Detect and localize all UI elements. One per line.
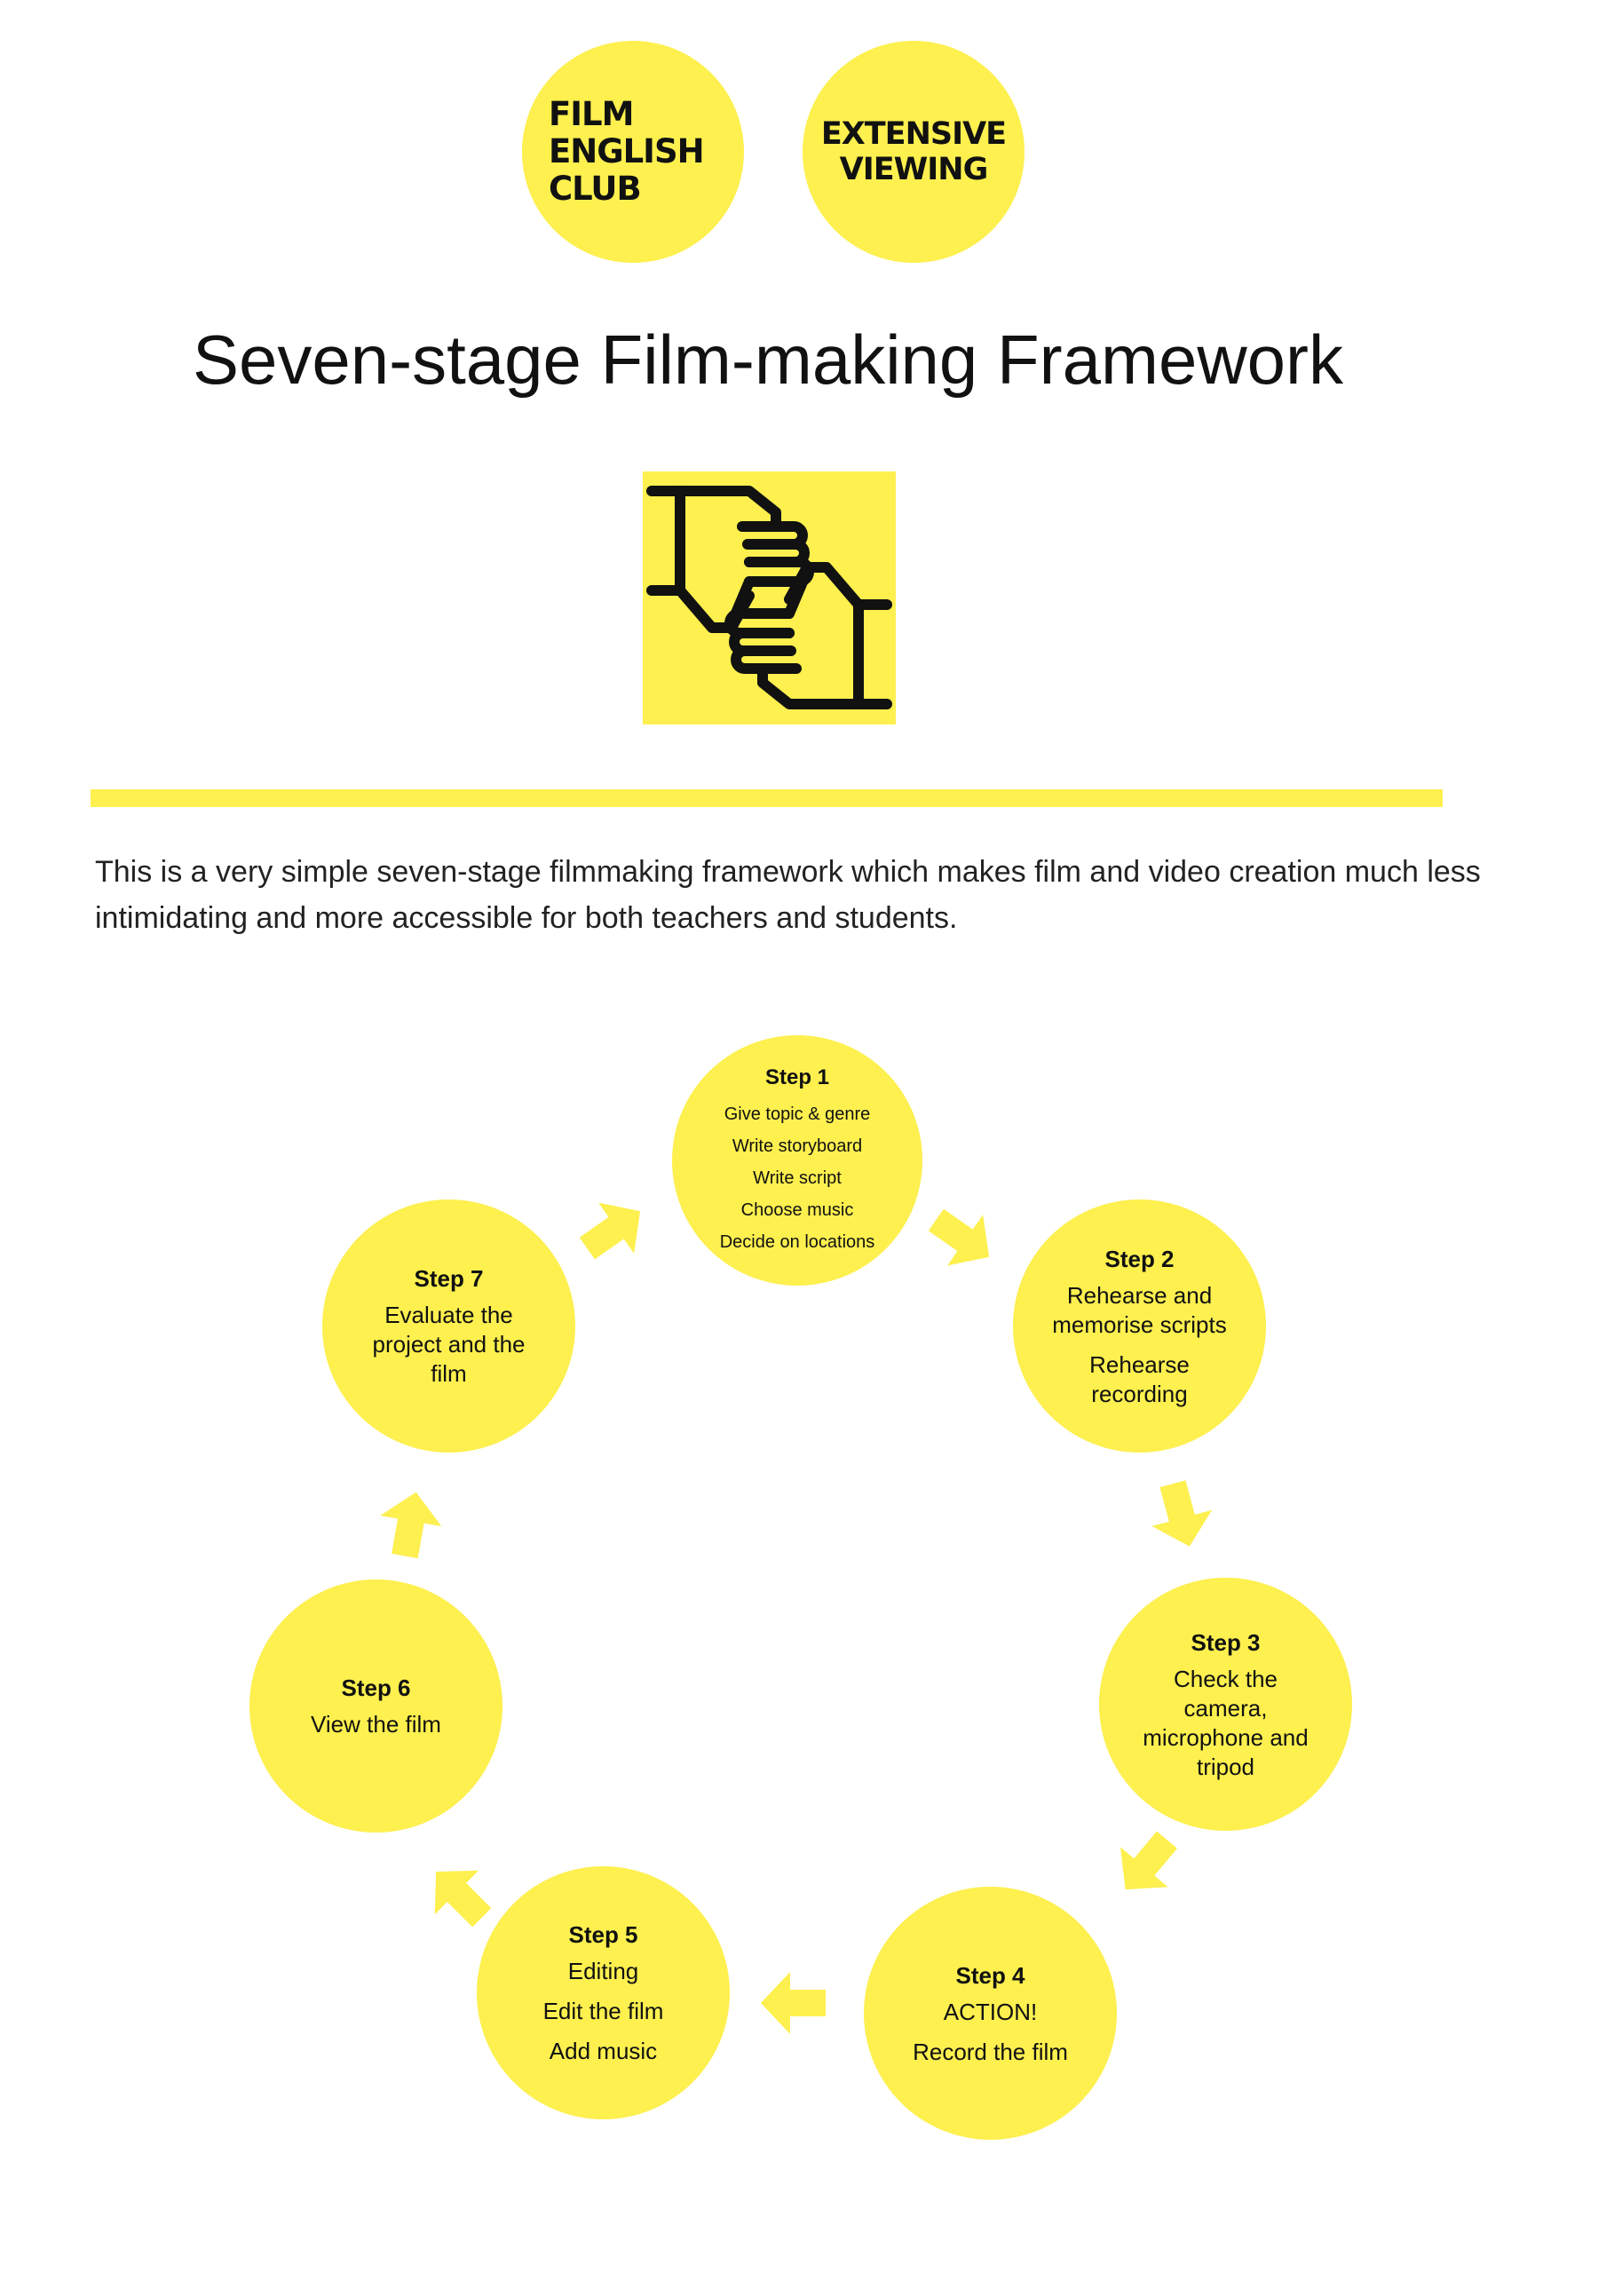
step-line: Edit the film	[542, 1998, 664, 2024]
step-line: Evaluate the project and the film	[372, 1302, 526, 1387]
step-3-circle: Step 3 Check the camera, microphone and …	[1099, 1578, 1352, 1831]
step-line: Write script	[753, 1168, 842, 1188]
step-4-circle: Step 4 ACTION! Record the film	[864, 1887, 1117, 2140]
step-line: Rehearse recording	[1089, 1350, 1190, 1407]
logo-line: EXTENSIVE	[820, 116, 1007, 152]
step-line: Record the film	[913, 2038, 1068, 2065]
step-line: Give topic & genre	[724, 1104, 871, 1124]
arrow-icon	[1151, 1480, 1213, 1547]
step-1-circle: Step 1 Give topic & genre Write storyboa…	[672, 1035, 922, 1286]
page-title: Seven-stage Film-making Framework	[192, 321, 1344, 399]
step-title: Step 6	[341, 1674, 411, 1701]
step-title: Step 2	[1104, 1245, 1175, 1272]
step-5-circle: Step 5 Editing Edit the film Add music	[477, 1866, 730, 2119]
extensive-viewing-logo: EXTENSIVE VIEWING	[803, 41, 1025, 263]
logo-line: FILM	[549, 95, 634, 133]
step-title: Step 7	[414, 1265, 484, 1292]
step-title: Step 1	[764, 1065, 830, 1089]
step-line: ACTION!	[943, 1998, 1038, 2025]
intro-text: This is a very simple seven-stage filmma…	[95, 855, 1481, 935]
step-2-circle: Step 2 Rehearse and memorise scripts Reh…	[1013, 1199, 1266, 1453]
step-line: Choose music	[740, 1200, 854, 1220]
arrow-icon	[1120, 1831, 1177, 1890]
step-title: Step 3	[1191, 1628, 1261, 1656]
logo-line: VIEWING	[839, 152, 989, 187]
step-6-circle: Step 6 View the film	[249, 1579, 502, 1833]
step-line: View the film	[311, 1711, 441, 1738]
step-line: Decide on locations	[719, 1232, 875, 1252]
divider	[91, 789, 1443, 807]
logo-line: CLUB	[549, 170, 642, 208]
step-7-circle: Step 7 Evaluate the project and the film	[322, 1199, 575, 1453]
arrow-icon	[928, 1208, 990, 1266]
logo-line: ENGLISH	[549, 132, 705, 170]
arrow-icon	[579, 1202, 641, 1260]
step-line: Write storyboard	[732, 1136, 863, 1156]
arrow-icon	[434, 1870, 492, 1928]
film-english-club-logo: FILM ENGLISH CLUB	[522, 41, 744, 263]
framing-hands-icon	[643, 471, 896, 724]
step-title: Step 4	[955, 1961, 1025, 1989]
step-line: Rehearse and memorise scripts	[1052, 1281, 1227, 1338]
step-line: Check the camera, microphone and tripod	[1143, 1665, 1309, 1780]
step-line: Editing	[567, 1958, 639, 1984]
step-title: Step 5	[568, 1921, 638, 1948]
arrow-icon	[761, 1972, 826, 2034]
arrow-icon	[380, 1492, 442, 1559]
step-line: Add music	[549, 2038, 658, 2064]
